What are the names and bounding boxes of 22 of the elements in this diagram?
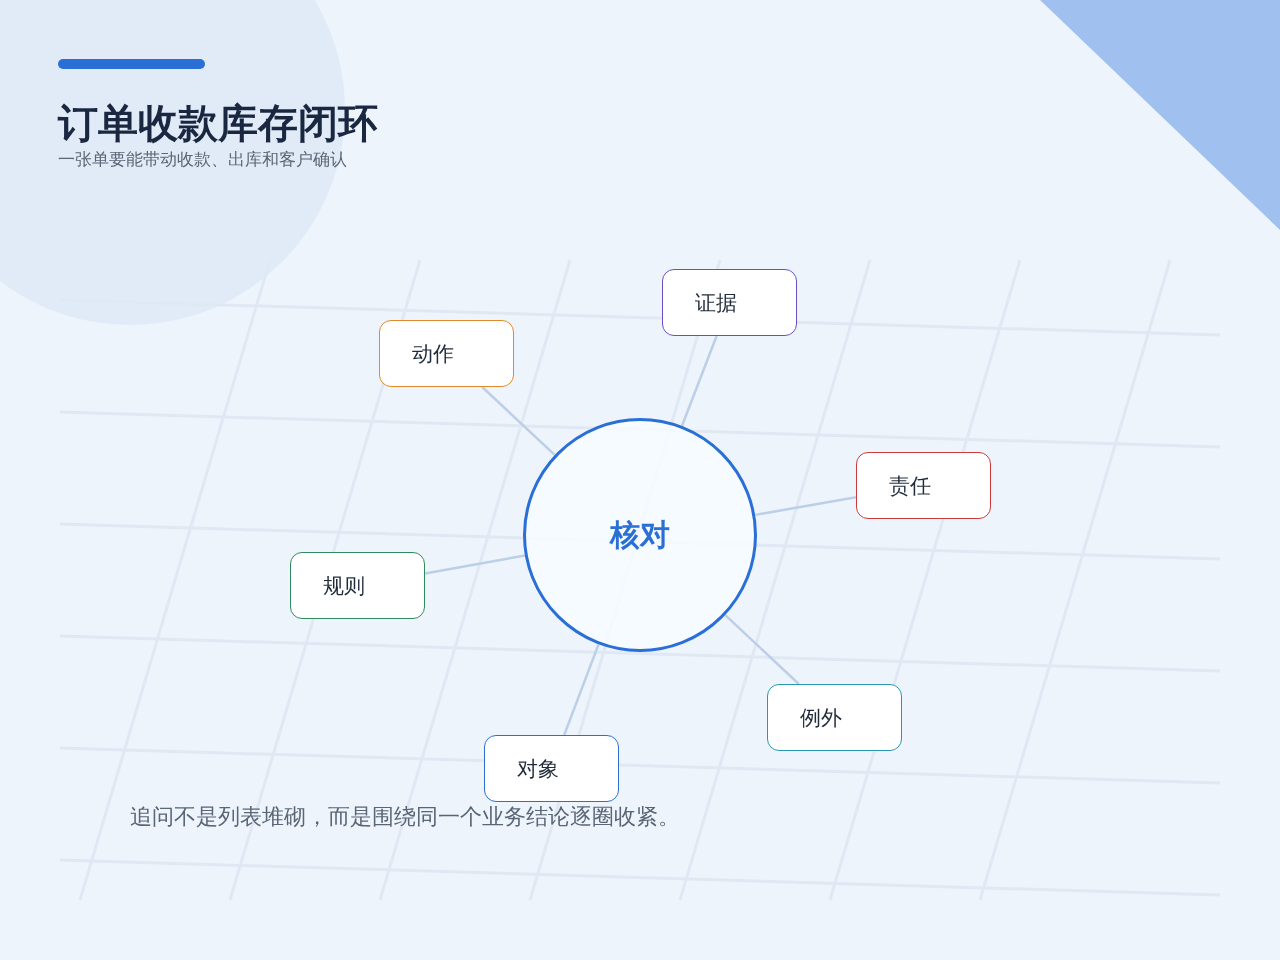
topic-box — [767, 684, 902, 751]
node-label: 核对 — [610, 515, 670, 554]
subtitle: 一张单要能带动收款、出库和客户确认 — [58, 148, 347, 171]
topic-box — [484, 735, 619, 802]
topic-box — [290, 552, 425, 619]
connector-line — [424, 554, 526, 575]
topic-box — [379, 320, 514, 387]
connector-line — [724, 614, 800, 685]
node-label: 对象 — [517, 755, 559, 783]
node-label: 证据 — [695, 289, 737, 317]
caption: 追问不是列表堆砌，而是围绕同一个业务结论逐圈收紧。 — [130, 803, 680, 831]
connector-line — [755, 496, 857, 517]
connector-line — [680, 335, 718, 427]
node-label: 例外 — [800, 704, 842, 732]
topic-box — [662, 269, 797, 336]
node-label: 动作 — [412, 340, 454, 368]
node-label: 责任 — [889, 472, 931, 500]
node-label: 规则 — [323, 572, 365, 600]
connector-line — [563, 643, 600, 736]
connector-line — [481, 386, 556, 456]
title: 订单收款库存闭环 — [58, 99, 378, 148]
topic-box — [856, 452, 991, 519]
